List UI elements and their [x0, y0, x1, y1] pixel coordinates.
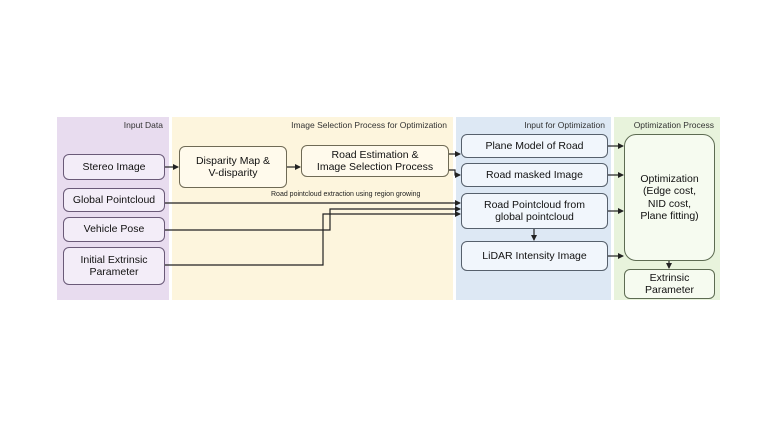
section-image-selection-title: Image Selection Process for Optimization [291, 120, 447, 130]
node-extrinsic-parameter: Extrinsic Parameter [624, 269, 715, 299]
node-road-pointcloud: Road Pointcloud from global pointcloud [461, 193, 608, 229]
node-road-estimation: Road Estimation & Image Selection Proces… [301, 145, 449, 177]
edge-label-region-growing: Road pointcloud extraction using region … [271, 191, 421, 198]
section-optimization-process-title: Optimization Process [633, 120, 714, 130]
node-stereo-image: Stereo Image [63, 154, 165, 180]
node-plane-model-of-road: Plane Model of Road [461, 134, 608, 158]
node-initial-extrinsic-parameter: Initial Extrinsic Parameter [63, 247, 165, 285]
node-global-pointcloud: Global Pointcloud [63, 188, 165, 212]
section-input-data-title: Input Data [123, 120, 163, 130]
node-disparity-map: Disparity Map & V-disparity [179, 146, 287, 188]
edge-road-estimation-to-masked-image [449, 169, 461, 178]
edge-initial-extrinsic-to-road-pointcloud [165, 211, 461, 266]
node-lidar-intensity-image: LiDAR Intensity Image [461, 241, 608, 271]
section-input-for-optimization-title: Input for Optimization [524, 120, 605, 130]
edge-vehicle-pose-to-road-pointcloud [165, 206, 461, 231]
node-road-masked-image: Road masked Image [461, 163, 608, 187]
node-vehicle-pose: Vehicle Pose [63, 217, 165, 242]
node-optimization: Optimization (Edge cost, NID cost, Plane… [624, 134, 715, 261]
